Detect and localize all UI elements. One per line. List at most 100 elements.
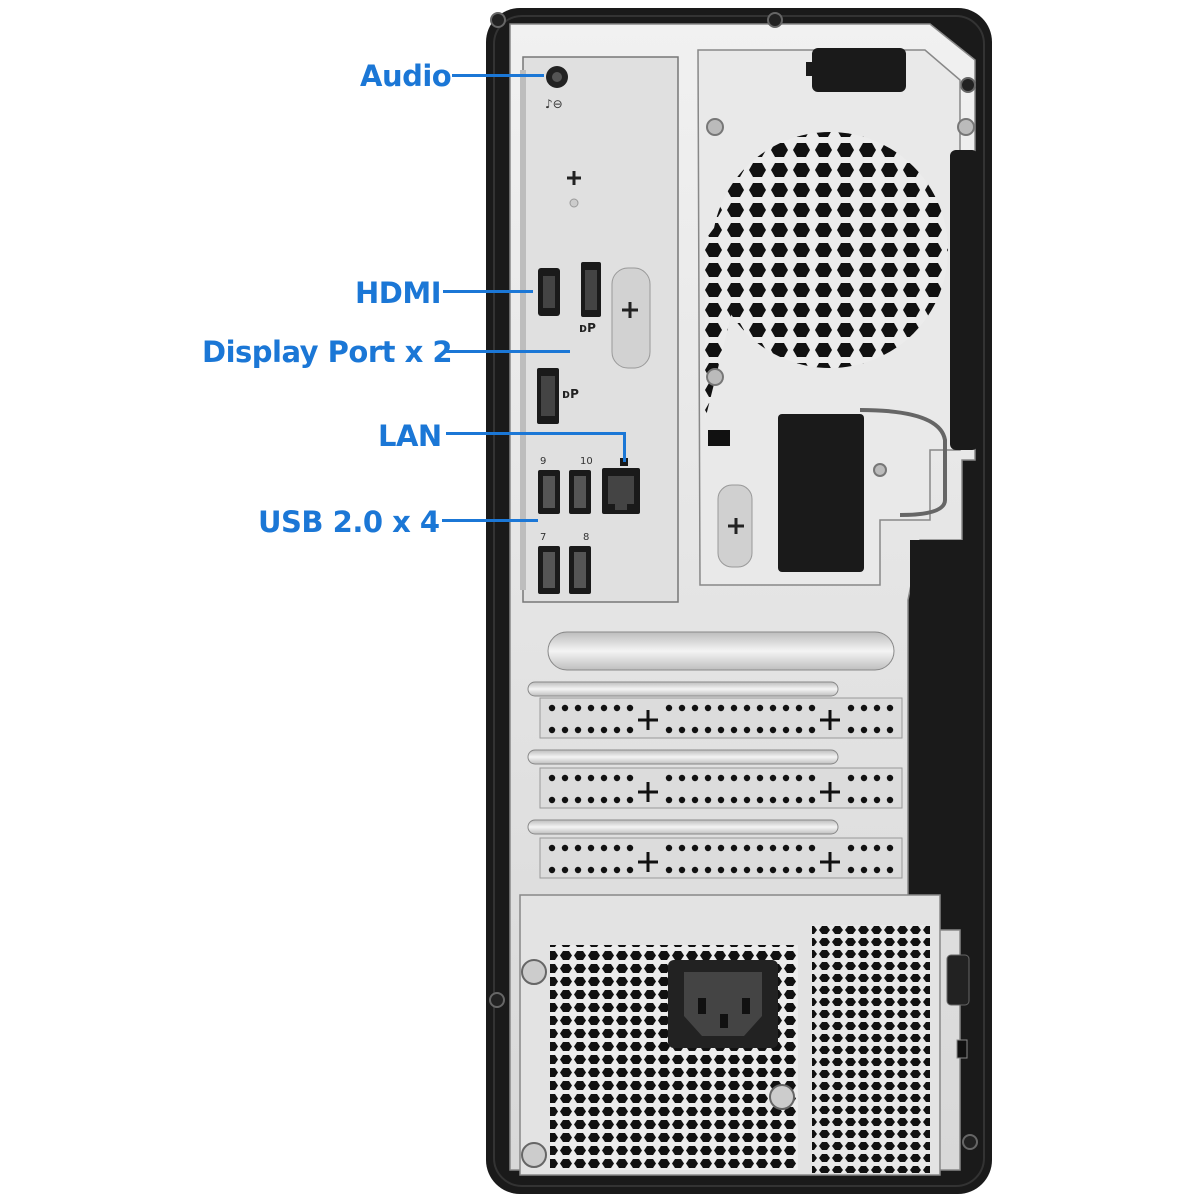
vent-hole (587, 774, 595, 782)
displayport-2: ᴅP (537, 368, 579, 424)
vent-hole (626, 704, 634, 712)
vent-hole (574, 796, 582, 804)
vent-hole (548, 726, 556, 734)
vent-hole (548, 844, 556, 852)
vent-hole (613, 726, 621, 734)
slot-vent-holes (548, 704, 894, 874)
vent-hole (626, 866, 634, 874)
lan-port (602, 458, 640, 514)
vent-hole (691, 774, 699, 782)
vent-hole (743, 774, 751, 782)
vent-hole (665, 844, 673, 852)
case-screws (489, 12, 978, 1150)
svg-text:ᴅP: ᴅP (562, 387, 579, 401)
vent-hole (873, 796, 881, 804)
vent-hole (730, 726, 738, 734)
vent-hole (665, 774, 673, 782)
usb-number-10: 10 (580, 456, 593, 467)
vent-hole (873, 866, 881, 874)
callout-displayport-line (444, 350, 570, 353)
vent-hole (678, 704, 686, 712)
vent-hole (574, 704, 582, 712)
vent-hole (769, 726, 777, 734)
expansion-top-bar (547, 631, 895, 671)
vent-hole (769, 844, 777, 852)
fan-mount-block (778, 414, 864, 572)
vent-hole (873, 726, 881, 734)
vent-hole (613, 844, 621, 852)
vent-hole (691, 844, 699, 852)
vent-hole (782, 844, 790, 852)
vent-hole (561, 866, 569, 874)
vent-hole (600, 796, 608, 804)
vent-hole (808, 796, 816, 804)
vent-hole (717, 704, 725, 712)
vent-hole (847, 774, 855, 782)
vent-hole (548, 704, 556, 712)
vent-hole (756, 796, 764, 804)
vent-hole (626, 796, 634, 804)
usb-ports-top (538, 470, 591, 514)
vent-hole (769, 866, 777, 874)
callout-usb-line (442, 519, 538, 522)
vent-hole (782, 774, 790, 782)
vent-hole (678, 796, 686, 804)
callout-usb-label: USB 2.0 x 4 (258, 505, 440, 539)
vent-hole (860, 774, 868, 782)
audio-port: ♪⊖ (545, 66, 568, 111)
vent-hole (574, 844, 582, 852)
vent-hole (561, 774, 569, 782)
vent-hole (665, 866, 673, 874)
io-shield (522, 56, 679, 603)
vent-hole (717, 774, 725, 782)
vent-hole (574, 866, 582, 874)
vent-hole (847, 844, 855, 852)
hdmi-port (538, 268, 560, 316)
vent-hole (587, 796, 595, 804)
case-latch (946, 954, 970, 1006)
vent-hole (743, 844, 751, 852)
vent-hole (600, 774, 608, 782)
vent-hole (600, 704, 608, 712)
vent-hole (691, 866, 699, 874)
vent-hole (782, 796, 790, 804)
vent-hole (704, 796, 712, 804)
vent-hole (678, 866, 686, 874)
vent-hole (860, 866, 868, 874)
vent-hole (886, 844, 894, 852)
callout-lan-line (446, 432, 626, 435)
vent-hole (691, 726, 699, 734)
vent-hole (873, 774, 881, 782)
vent-hole (665, 796, 673, 804)
vent-hole (769, 796, 777, 804)
vent-hole (678, 726, 686, 734)
vent-hole (704, 726, 712, 734)
power-button-bracket (812, 48, 906, 92)
vent-hole (600, 844, 608, 852)
vent-hole (587, 704, 595, 712)
mount-cross-1 (567, 171, 581, 185)
fan-grille (712, 132, 948, 368)
vent-hole (548, 866, 556, 874)
vent-hole (587, 844, 595, 852)
vent-hole (574, 726, 582, 734)
vent-hole (678, 774, 686, 782)
vent-hole (808, 774, 816, 782)
vent-hole (561, 726, 569, 734)
vent-hole (847, 726, 855, 734)
vent-hole (795, 844, 803, 852)
vent-hole (600, 726, 608, 734)
vent-hole (808, 726, 816, 734)
vent-hole (587, 866, 595, 874)
callout-audio-line (452, 74, 544, 77)
vent-hole (782, 726, 790, 734)
vent-hole (561, 704, 569, 712)
vent-hole (626, 774, 634, 782)
vent-hole (886, 704, 894, 712)
vent-hole (613, 704, 621, 712)
callout-lan-label: LAN (378, 419, 442, 453)
psu-screws (521, 959, 795, 1168)
callout-audio-label: Audio (360, 59, 452, 93)
